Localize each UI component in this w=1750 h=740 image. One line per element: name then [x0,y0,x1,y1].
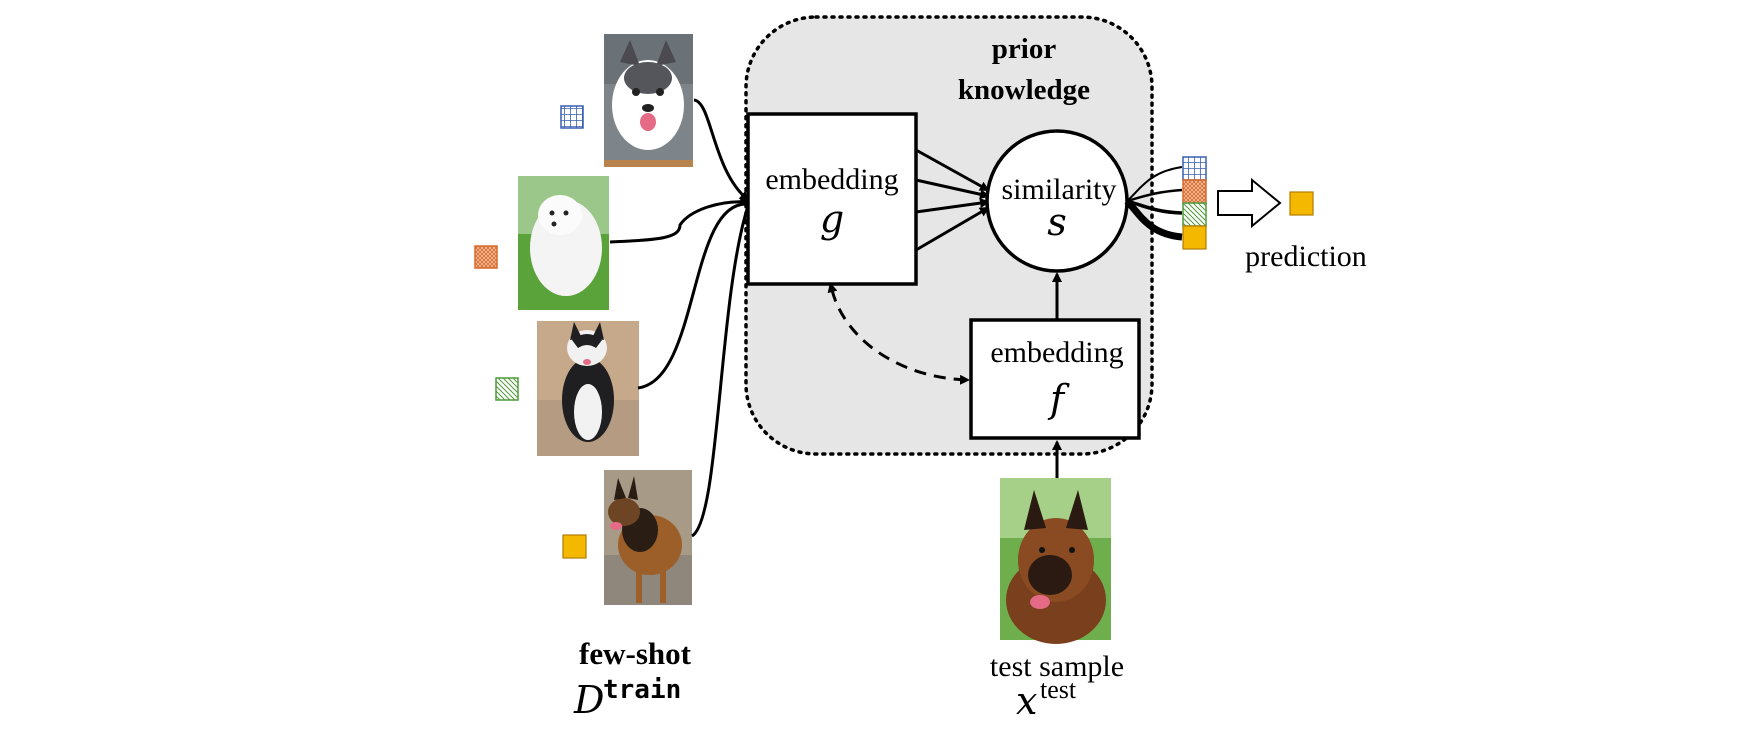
few-shot-symbol: D [573,678,604,722]
prior-knowledge-title-line2: knowledge [958,74,1090,106]
test-sample-symbol-base: x [1016,679,1037,723]
similarity-symbol: s [1047,200,1067,244]
train-connectors [609,98,750,538]
g-to-similarity-arrows [915,148,990,252]
output-class-blue-grid [1182,156,1207,181]
embedding-g-symbol: g [820,197,844,241]
output-class-solid-yellow [1182,225,1207,250]
prior-knowledge-title-line1: prior [992,33,1057,65]
few-shot-superscript: train [603,675,681,705]
class-marker-solid-yellow [562,534,587,559]
output-class-green-diagonal [1182,202,1207,227]
test-sample-superscript: test [1040,675,1077,704]
g-f-shared-link [827,282,970,385]
similarity-output-lines [1124,166,1183,241]
train-image-malamute [537,321,639,456]
train-image-samoyed [518,176,609,310]
output-class-orange-crosshatch [1182,179,1207,204]
similarity-label: similarity [1002,173,1117,206]
train-image-german-shepherd [604,470,692,605]
prediction-result-square [1289,191,1314,216]
prediction-arrow-icon [1217,177,1282,229]
train-image-husky [604,34,693,167]
embedding-g-label: embedding [765,163,898,196]
few-shot-symbol-base: D [573,678,604,722]
few-shot-label: few-shot [579,636,692,671]
embedding-f-box [969,318,1141,440]
class-marker-green-diagonal [495,377,519,401]
prediction-label: prediction [1245,240,1367,273]
class-marker-orange-crosshatch [474,245,498,269]
class-marker-blue-grid [560,105,584,129]
test-sample-symbol: x [1016,679,1037,723]
test-sample-label: test sample [990,650,1124,683]
test-image-german-shepherd [1000,478,1111,644]
embedding-f-label: embedding [990,336,1123,369]
